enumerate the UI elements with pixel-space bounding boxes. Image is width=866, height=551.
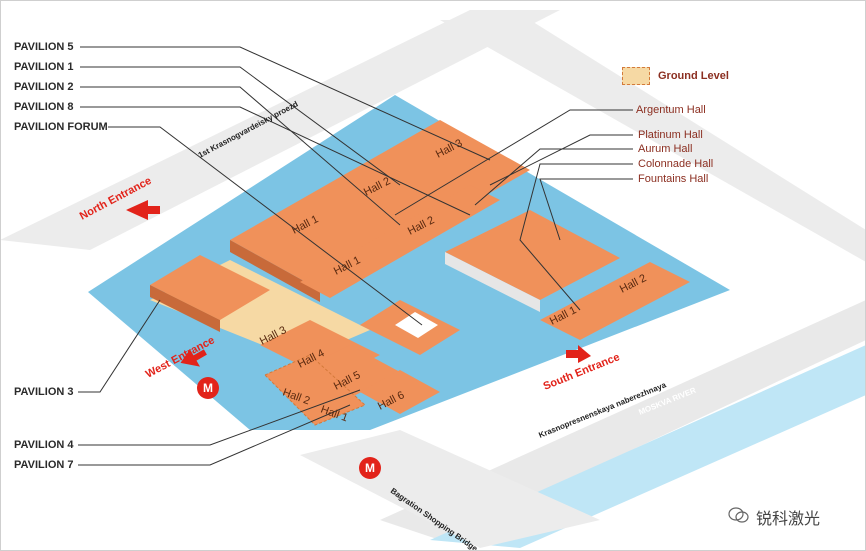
pavilion-3-roof: [150, 255, 270, 320]
leader-lines: [78, 46, 633, 466]
pavilion-5-label: PAVILION 5: [14, 41, 74, 53]
platinum-hall-label: Platinum Hall: [638, 129, 703, 141]
pyramid: [395, 312, 438, 338]
pavilion-7-label: PAVILION 7: [14, 459, 74, 471]
argentum-hall-label: Argentum Hall: [636, 104, 706, 116]
metro-west-letter: M: [203, 381, 213, 395]
pavilion-forum-colonnade: [445, 252, 540, 312]
hall-6-roof: [360, 370, 440, 414]
west-entrance-arrow: [180, 349, 207, 367]
north-entrance-arrow: [126, 200, 160, 220]
pavilion-8-label: PAVILION 8: [14, 101, 74, 113]
legend-swatch: [622, 67, 650, 85]
pavilion-2-wall: [230, 240, 320, 302]
pavilion-1-roof: [300, 185, 500, 298]
pavilion-forum-label: PAVILION FORUM: [14, 121, 108, 133]
watermark-text: 锐科激光: [756, 509, 821, 528]
fountains-hall-label: Fountains Hall: [638, 173, 709, 185]
pavilion-3-wall: [150, 285, 220, 332]
colonnade-hall-label: Colonnade Hall: [638, 158, 714, 170]
wechat-icon: [728, 507, 749, 523]
aurum-hall-label: Aurum Hall: [638, 143, 693, 155]
south-entrance-arrow: [566, 345, 591, 363]
hall-2-east-roof: [540, 262, 690, 340]
metro-south-letter: M: [365, 461, 375, 475]
pavilion-3-label: PAVILION 3: [14, 386, 74, 398]
metro-west-icon: [197, 377, 219, 399]
site-ground: [88, 95, 730, 430]
pavilion-1-label: PAVILION 1: [14, 61, 74, 73]
road-east: [440, 20, 866, 262]
road-north: [0, 10, 560, 250]
pavilion-7-roof: [264, 354, 366, 426]
pavilion-2-label: PAVILION 2: [14, 81, 74, 93]
pavilion-2-roof: [230, 120, 530, 290]
legend-ground-level: Ground Level: [658, 70, 729, 82]
metro-south-icon: [359, 457, 381, 479]
pavilion-4-label: PAVILION 4: [14, 439, 74, 451]
